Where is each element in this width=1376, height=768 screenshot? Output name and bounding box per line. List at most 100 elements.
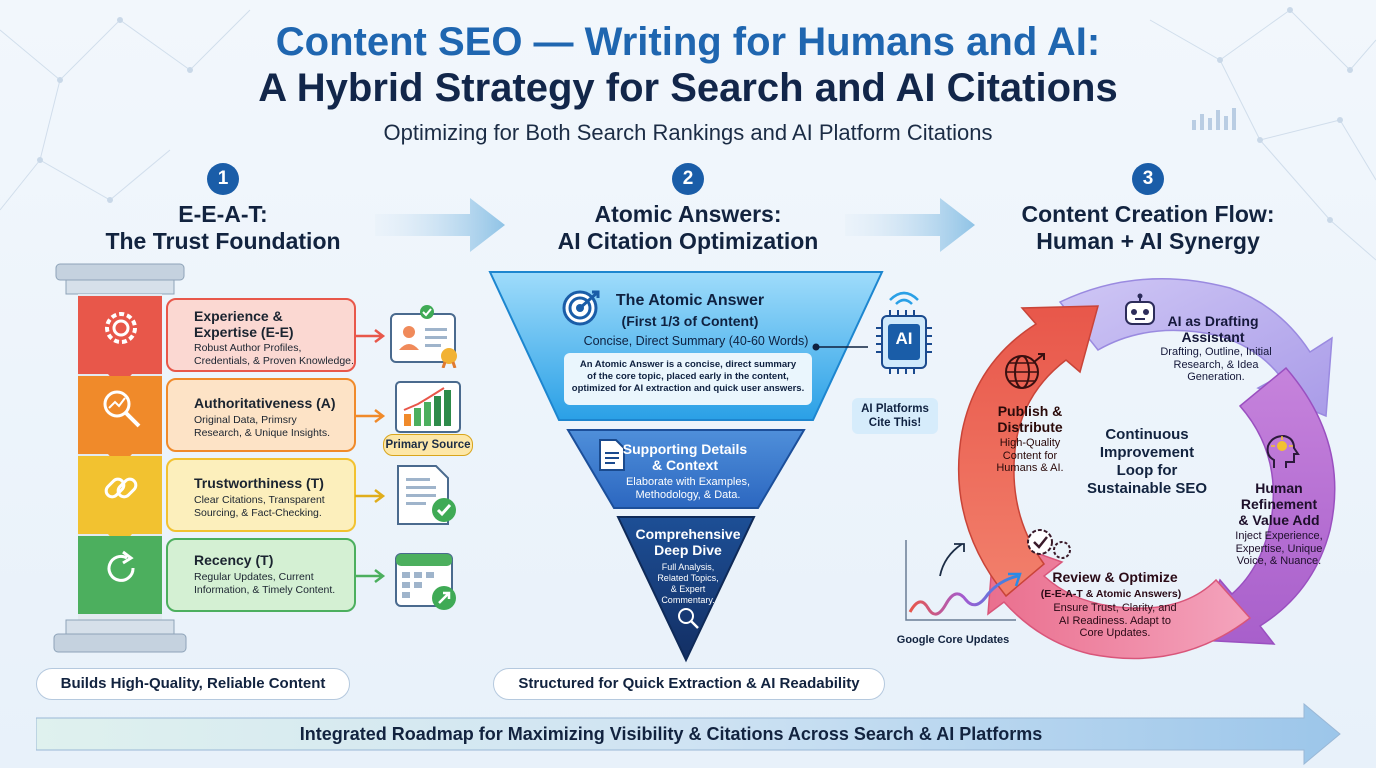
drafting-desc: Drafting, Outline, Initial Research, & I…	[1146, 346, 1286, 384]
drafting-title-l2: Assistant	[1181, 329, 1245, 345]
human-desc-l2: Expertise, Unique	[1235, 542, 1323, 555]
eeat-card-authoritativeness: Authoritativeness (A) Original Data, Pri…	[166, 378, 356, 452]
supporting-title-l1: Supporting Details	[622, 441, 748, 457]
publish-title-l2: Distribute	[997, 419, 1063, 435]
deep-dive-desc-l4: Commentary.	[661, 595, 715, 605]
card-desc-l2: Research, & Unique Insights.	[194, 427, 330, 439]
human-title: Human Refinement & Value Add	[1224, 480, 1334, 528]
roadmap-label: Integrated Roadmap for Maximizing Visibi…	[299, 724, 1043, 744]
publish-desc-l1: High-Quality	[999, 437, 1061, 449]
human-title-l3: & Value Add	[1238, 512, 1320, 528]
drafting-desc-l2: Research, & Idea	[1173, 358, 1259, 371]
center-l3: Loop for	[1116, 462, 1178, 479]
atomic-definition-l1: An Atomic Answer is a concise, direct su…	[579, 359, 797, 370]
atomic-answer-subtitle: (First 1/3 of Content)	[621, 313, 759, 329]
google-updates-label: Google Core Updates	[896, 634, 1010, 646]
section-3-number: 3	[1132, 163, 1164, 195]
section-2-title-l2: AI Citation Optimization	[557, 228, 819, 254]
page-subtitle: Optimizing for Both Search Rankings and …	[383, 120, 993, 145]
review-desc-l3: Core Updates.	[1079, 627, 1151, 639]
human-title-l1: Human	[1255, 480, 1303, 496]
gear-check-icon	[1027, 529, 1071, 559]
section-arrow-1-icon	[375, 198, 505, 252]
eeat-pillar	[53, 263, 187, 653]
section-1-title-l2: The Trust Foundation	[105, 228, 341, 254]
gear-brain-icon	[105, 312, 137, 344]
section-1-title: E-E-A-T: The Trust Foundation	[63, 201, 383, 255]
ai-chip-icon	[876, 291, 932, 374]
card-title-l2: Expertise (E-E)	[194, 324, 294, 340]
deep-dive-title-l2: Deep Dive	[654, 542, 722, 558]
atomic-definition-l3: optimized for AI extraction and quick us…	[571, 383, 805, 394]
review-desc-l1: Ensure Trust, Clarity, and	[1053, 602, 1177, 614]
supporting-desc-l1: Elaborate with Examples,	[625, 476, 751, 488]
section-1-title-l1: E-E-A-T:	[178, 201, 268, 227]
review-desc-l2: AI Readiness. Adapt to	[1059, 614, 1171, 627]
drafting-title: AI as Drafting Assistant	[1158, 313, 1268, 345]
cycle-center-label: Continuous Improvement Loop for Sustaina…	[1078, 426, 1216, 498]
human-desc-l3: Voice, & Nuance.	[1236, 555, 1322, 567]
review-subtitle: (E-E-A-T & Atomic Answers)	[1040, 588, 1182, 600]
card-title: Recency (T)	[194, 552, 274, 568]
drafting-desc-l3: Generation.	[1187, 371, 1245, 383]
drafting-desc-l1: Drafting, Outline, Initial	[1160, 346, 1272, 358]
page-title-line1: Content SEO — Writing for Humans and AI:	[275, 20, 1101, 64]
publish-title: Publish & Distribute	[975, 403, 1085, 435]
card-desc-l1: Robust Author Profiles,	[194, 342, 302, 354]
center-l2: Improvement	[1099, 444, 1195, 461]
section-2-number: 2	[672, 163, 704, 195]
card-desc-l1: Clear Citations, Transparent	[194, 494, 325, 506]
eeat-footer-pill: Builds High-Quality, Reliable Content	[36, 668, 350, 700]
card-desc-l1: Regular Updates, Current	[194, 571, 314, 583]
atomic-answer-line: Concise, Direct Summary (40-60 Words)	[583, 334, 809, 348]
section-2-title-l1: Atomic Answers:	[594, 201, 782, 227]
publish-desc: High-Quality Content for Humans & AI.	[980, 437, 1080, 475]
atomic-answer-title: The Atomic Answer	[615, 292, 765, 309]
card-title: Experience &Expertise (E-E)	[194, 308, 294, 340]
section-arrow-2-icon	[845, 198, 975, 252]
deep-dive-desc-l2: Related Topics,	[657, 573, 719, 583]
card-desc: Robust Author Profiles,Credentials, & Pr…	[194, 342, 354, 368]
deep-dive-desc-l3: & Expert	[670, 584, 706, 594]
page-title-line2: A Hybrid Strategy for Search and AI Cita…	[258, 66, 1118, 110]
primary-source-badge: Primary Source	[383, 434, 473, 456]
eeat-card-trustworthiness: Trustworthiness (T) Clear Citations, Tra…	[166, 458, 356, 532]
human-title-l2: Refinement	[1240, 496, 1318, 512]
roadmap-arrow	[36, 702, 1341, 766]
head-lightbulb-icon	[1266, 434, 1300, 468]
google-updates-chart-icon	[905, 540, 1022, 621]
deep-dive-desc-l1: Full Analysis,	[661, 562, 715, 572]
ai-cite-badge: AI Platforms Cite This!	[852, 398, 938, 434]
ai-chip-label: AI	[895, 329, 913, 348]
card-title: Trustworthiness (T)	[194, 475, 324, 491]
review-title: Review & Optimize	[1052, 569, 1178, 585]
supporting-details-desc: Elaborate with Examples, Methodology, & …	[600, 476, 776, 502]
card-desc-l2: Credentials, & Proven Knowledge.	[194, 355, 354, 367]
section-3-title-l1: Content Creation Flow:	[1021, 201, 1275, 227]
target-icon	[562, 290, 600, 326]
publish-title-l1: Publish &	[997, 403, 1063, 419]
publish-desc-l3: Humans & AI.	[996, 462, 1064, 474]
section-2-title: Atomic Answers: AI Citation Optimization	[528, 201, 848, 255]
atomic-footer-pill: Structured for Quick Extraction & AI Rea…	[493, 668, 885, 700]
center-l1: Continuous	[1105, 426, 1189, 443]
card-title: Authoritativeness (A)	[194, 395, 336, 411]
refresh-icon	[107, 550, 135, 582]
ai-cite-l2: Cite This!	[868, 417, 922, 429]
deep-dive-title-l1: Comprehensive	[635, 526, 741, 542]
card-desc-l2: Information, & Timely Content.	[194, 584, 336, 596]
section-3-title: Content Creation Flow: Human + AI Synerg…	[988, 201, 1308, 255]
supporting-details-title: Supporting Details & Context	[620, 441, 750, 473]
calendar-update-icon	[395, 553, 456, 610]
author-profile-icon	[390, 305, 457, 368]
atomic-definition-l2: of the core topic, placed early in the c…	[587, 371, 789, 382]
center-l4: Sustainable SEO	[1086, 480, 1208, 497]
globe-share-icon	[1005, 353, 1045, 389]
atomic-definition-box: An Atomic Answer is a concise, direct su…	[564, 353, 812, 405]
publish-desc-l2: Content for	[1002, 449, 1058, 462]
